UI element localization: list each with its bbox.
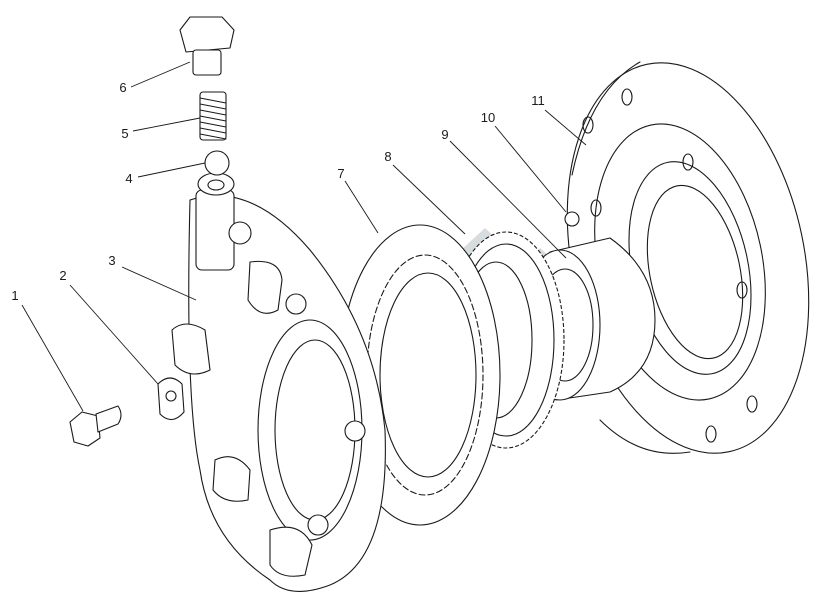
- leader-9: [449, 140, 567, 259]
- leader-1: [21, 304, 84, 412]
- callout-4: 4: [125, 171, 133, 186]
- leader-6: [130, 61, 191, 88]
- leader-7: [344, 180, 379, 234]
- part-3-housing: [171, 172, 386, 592]
- callout-5: 5: [121, 126, 129, 141]
- leader-5: [132, 117, 201, 132]
- callout-7: 7: [337, 166, 345, 181]
- part-4-ball: [204, 150, 230, 176]
- callout-1: 1: [11, 288, 19, 303]
- callout-11: 11: [531, 93, 545, 108]
- leader-10: [494, 125, 567, 213]
- part-5-spring: [199, 91, 227, 141]
- leader-lines: [21, 61, 587, 412]
- flange-bolt-holes: [582, 88, 758, 443]
- part-6-plug: [179, 16, 235, 76]
- part-1-bolt: [69, 405, 122, 447]
- part-2-lock-washer: [157, 377, 185, 421]
- leader-2: [69, 284, 159, 385]
- callout-9: 9: [441, 127, 449, 142]
- leader-3: [121, 266, 197, 301]
- callout-10: 10: [480, 110, 496, 125]
- callout-6: 6: [119, 80, 127, 95]
- leader-11: [544, 109, 587, 146]
- callout-2: 2: [59, 268, 67, 283]
- leader-4: [137, 162, 206, 178]
- callout-3: 3: [108, 253, 116, 268]
- callout-8: 8: [384, 149, 392, 164]
- leader-8: [392, 164, 466, 235]
- part-10-ball: [564, 211, 580, 227]
